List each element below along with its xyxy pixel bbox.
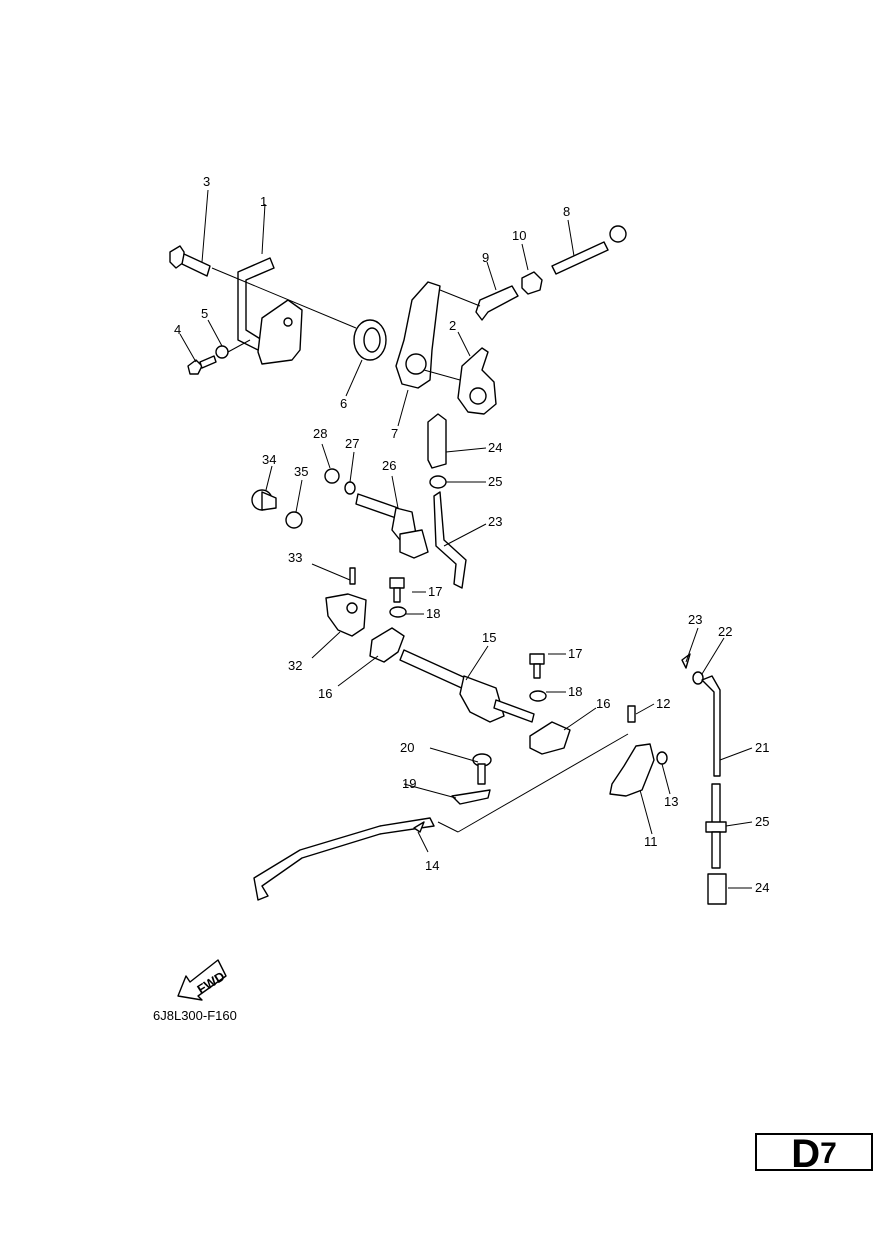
part-washer-30 bbox=[344, 481, 356, 495]
part-nut-24 bbox=[707, 873, 727, 905]
callout-2: 2 bbox=[449, 318, 456, 333]
callout-17b: 17 bbox=[568, 646, 582, 661]
callout-13: 13 bbox=[664, 794, 678, 809]
callout-23: 23 bbox=[688, 612, 702, 627]
callout-31: 28 bbox=[313, 426, 327, 441]
callout-4: 4 bbox=[174, 322, 181, 337]
part-shaft-29 bbox=[355, 493, 429, 559]
page-tag-number: 7 bbox=[820, 1137, 837, 1170]
part-cam-2 bbox=[423, 347, 497, 415]
callout-26: 23 bbox=[488, 514, 502, 529]
callout-24: 24 bbox=[755, 880, 769, 895]
callout-17a: 17 bbox=[428, 584, 442, 599]
callout-labels: 3 1 5 4 6 7 2 9 10 8 24 25 23 26 27 28 3… bbox=[174, 174, 769, 895]
part-lever-16a bbox=[369, 627, 405, 663]
part-link-27 bbox=[427, 413, 447, 469]
part-pin-12 bbox=[627, 705, 636, 723]
callout-25: 25 bbox=[755, 814, 769, 829]
callout-22: 22 bbox=[718, 624, 732, 639]
callout-16b: 16 bbox=[596, 696, 610, 711]
callout-32: 32 bbox=[288, 658, 302, 673]
part-washer-35 bbox=[285, 511, 303, 529]
part-washer-18b bbox=[529, 690, 547, 702]
page-tag: D7 bbox=[755, 1133, 873, 1174]
part-pin-33 bbox=[349, 567, 356, 585]
part-nut-10 bbox=[521, 271, 543, 295]
callout-7: 7 bbox=[391, 426, 398, 441]
callout-28: 25 bbox=[488, 474, 502, 489]
callout-34: 34 bbox=[262, 452, 276, 467]
part-lever-16b bbox=[529, 721, 571, 755]
callout-9: 9 bbox=[482, 250, 489, 265]
part-pin-14 bbox=[413, 821, 425, 833]
part-shaft-15 bbox=[399, 649, 535, 723]
part-end-9 bbox=[475, 285, 519, 321]
part-clip-19 bbox=[451, 789, 491, 805]
part-rod-8 bbox=[551, 225, 627, 275]
callout-30: 27 bbox=[345, 436, 359, 451]
part-screw-4 bbox=[187, 355, 217, 375]
part-rod-21 bbox=[701, 675, 721, 777]
callout-16a: 16 bbox=[318, 686, 332, 701]
callout-12: 12 bbox=[656, 696, 670, 711]
callout-6: 6 bbox=[340, 396, 347, 411]
part-washer-18a bbox=[389, 606, 407, 618]
callout-8: 8 bbox=[563, 204, 570, 219]
part-bolt-17b bbox=[529, 653, 545, 679]
part-rod-26 bbox=[433, 491, 467, 589]
part-lever-7 bbox=[395, 281, 441, 389]
part-adjuster-25 bbox=[705, 783, 727, 869]
callout-15: 15 bbox=[482, 630, 496, 645]
part-washer-22 bbox=[692, 671, 704, 685]
fwd-arrow-icon: FWD bbox=[177, 959, 227, 1001]
callout-18b: 18 bbox=[568, 684, 582, 699]
callout-leaders bbox=[179, 189, 753, 889]
callout-33: 33 bbox=[288, 550, 302, 565]
part-washer-5 bbox=[215, 345, 229, 359]
part-bracket bbox=[237, 257, 303, 365]
drawing-code: 6J8L300-F160 bbox=[153, 1008, 237, 1023]
callout-35: 35 bbox=[294, 464, 308, 479]
callout-11: 11 bbox=[644, 834, 658, 849]
part-collar-6 bbox=[353, 319, 387, 361]
callout-14: 14 bbox=[425, 858, 439, 873]
part-bolt-3 bbox=[169, 245, 211, 277]
part-nut-28 bbox=[429, 475, 447, 489]
part-nut-31 bbox=[324, 468, 340, 484]
callout-20: 20 bbox=[400, 740, 414, 755]
part-rod-14-assembly bbox=[253, 817, 435, 901]
callout-3: 3 bbox=[203, 174, 210, 189]
callout-18a: 18 bbox=[426, 606, 440, 621]
page-tag-letter: D bbox=[791, 1132, 821, 1176]
callout-10: 10 bbox=[512, 228, 526, 243]
part-lever-32 bbox=[325, 593, 367, 637]
part-cap-34 bbox=[251, 489, 277, 511]
callout-29: 26 bbox=[382, 458, 396, 473]
part-bolt-20 bbox=[472, 753, 492, 785]
part-bolt-17a bbox=[389, 577, 405, 603]
callout-27: 24 bbox=[488, 440, 502, 455]
callout-21: 21 bbox=[755, 740, 769, 755]
part-washer-13 bbox=[656, 751, 668, 765]
callout-5: 5 bbox=[201, 306, 208, 321]
callout-1: 1 bbox=[260, 194, 267, 209]
callout-19: 19 bbox=[402, 776, 416, 791]
part-lever-11 bbox=[609, 743, 655, 797]
